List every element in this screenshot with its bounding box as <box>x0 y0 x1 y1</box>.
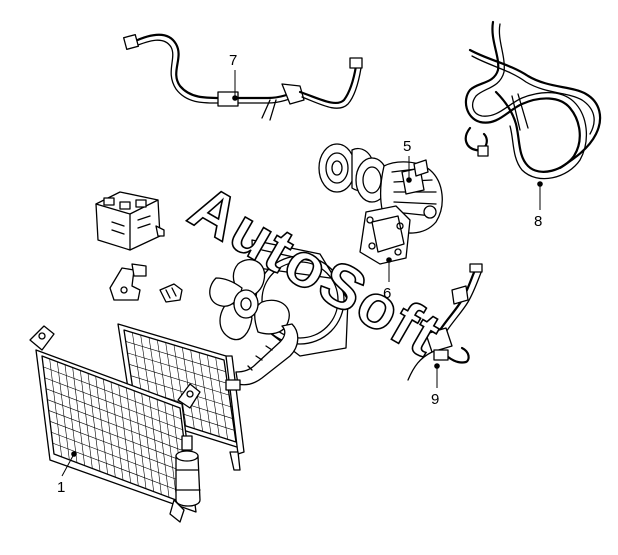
callout-9-label: 9 <box>431 391 439 408</box>
fin-line <box>72 367 85 466</box>
fin-line <box>129 363 230 396</box>
fin-line <box>149 396 162 495</box>
callout-7: 7 <box>229 52 238 101</box>
fin-line <box>125 341 226 373</box>
receiver-drier <box>175 435 201 507</box>
fin-line <box>207 354 220 437</box>
fin-line <box>49 358 62 457</box>
compressor <box>318 143 443 234</box>
fin-line <box>118 384 131 483</box>
callout-5: 5 <box>403 138 412 183</box>
fin-line <box>141 393 154 492</box>
callout-9: 9 <box>431 363 440 408</box>
callout-1-label: 1 <box>57 479 65 496</box>
fin-line <box>51 431 190 485</box>
bracket-small <box>109 263 147 301</box>
fin-line <box>95 376 108 475</box>
callout-6-label: 6 <box>383 285 391 302</box>
fin-line <box>127 352 228 384</box>
fin-line <box>87 373 101 472</box>
fin-line <box>49 421 189 474</box>
fin-line <box>126 387 139 486</box>
fin-line <box>198 352 212 435</box>
fin-line <box>64 364 78 463</box>
cooling-fan <box>209 259 290 341</box>
fin-line <box>45 388 185 441</box>
fin-line <box>48 410 187 463</box>
callout-6: 6 <box>383 257 392 302</box>
clip-small <box>159 283 183 303</box>
compressor-bracket <box>359 205 411 265</box>
relay-box <box>95 191 165 251</box>
fin-line <box>215 357 228 440</box>
fin-line <box>80 370 93 469</box>
discharge-hose <box>464 20 602 180</box>
fin-line <box>57 361 70 460</box>
fin-line <box>173 344 187 427</box>
callout-7-label: 7 <box>229 52 237 69</box>
callout-1: 1 <box>57 451 77 496</box>
liquid-line <box>407 263 483 381</box>
fin-line <box>47 399 186 452</box>
callout-8: 8 <box>534 181 543 230</box>
fin-line <box>43 366 182 420</box>
suction-hose <box>123 33 363 121</box>
callout-5-label: 5 <box>403 138 411 155</box>
fin-line <box>110 381 124 481</box>
radiator-hose <box>235 323 299 386</box>
fin-line <box>164 402 177 501</box>
fin-line <box>156 399 170 498</box>
callout-8-label: 8 <box>534 213 542 230</box>
fin-line <box>44 377 183 431</box>
fin-line <box>130 375 231 408</box>
fin-line <box>103 379 116 478</box>
condenser <box>29 325 201 523</box>
fin-line <box>133 390 147 489</box>
